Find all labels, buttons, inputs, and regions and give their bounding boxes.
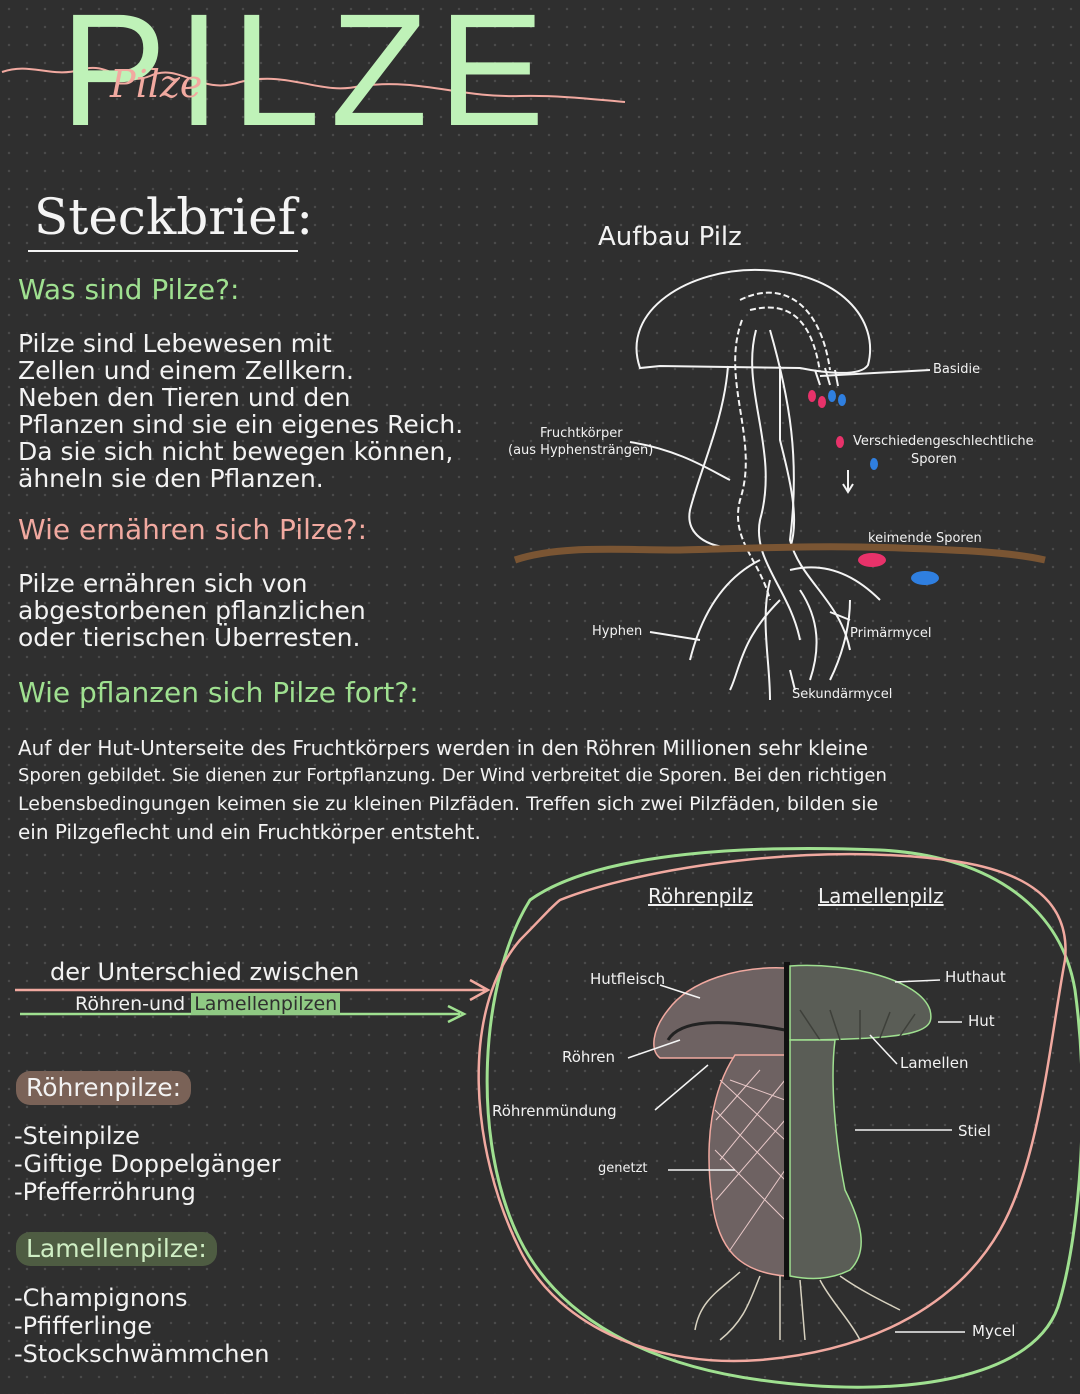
steckbrief-underline bbox=[28, 250, 298, 252]
roehrenpilz-roots bbox=[694, 1271, 781, 1341]
answer-line: Neben den Tieren und den bbox=[18, 383, 351, 412]
label-huthaut: Huthaut bbox=[945, 968, 1006, 986]
lamellenpilze-list: -Champignons -Pfifferlinge -Stockschwämm… bbox=[14, 1284, 269, 1368]
label-roehren: Röhren bbox=[562, 1048, 616, 1066]
list-item: -Pfifferlinge bbox=[14, 1312, 152, 1340]
answer-line: Auf der Hut-Unterseite des Fruchtkörpers… bbox=[18, 736, 869, 760]
list-item: -Giftige Doppelgänger bbox=[14, 1150, 281, 1178]
label-hut: Hut bbox=[968, 1012, 995, 1030]
roehrenpilze-list: -Steinpilze -Giftige Doppelgänger -Pfeff… bbox=[14, 1122, 281, 1206]
list-item: -Steinpilze bbox=[14, 1122, 140, 1150]
roehrenpilze-heading: Röhrenpilze: bbox=[16, 1071, 192, 1105]
stem-outline bbox=[688, 365, 796, 549]
spore-legend-blue bbox=[870, 458, 878, 470]
answer-line: Sporen gebildet. Sie dienen zur Fortpfla… bbox=[18, 765, 887, 786]
spore-pink-2 bbox=[818, 396, 826, 408]
leader-primaer bbox=[829, 611, 851, 621]
hyphae-strand-3 bbox=[769, 329, 851, 651]
label-lamellen: Lamellen bbox=[900, 1054, 969, 1072]
answer-line: oder tierischen Überresten. bbox=[18, 623, 361, 652]
spore-pink bbox=[808, 390, 816, 402]
label-hutfleisch: Hutfleisch bbox=[590, 970, 666, 988]
label-basidie: Basidie bbox=[933, 362, 981, 377]
label-sporen-sub: Sporen bbox=[911, 452, 957, 467]
spore-blue bbox=[828, 390, 836, 402]
label-roehrenmuendung: Röhrenmündung bbox=[492, 1102, 617, 1120]
answer-line: ein Pilzgeflecht und ein Fruchtkörper en… bbox=[18, 820, 481, 844]
half-divider bbox=[784, 962, 790, 1280]
lamellenpilz-stem bbox=[789, 1039, 862, 1280]
outline-pink bbox=[477, 852, 1067, 1363]
col-roehrenpilz: Röhrenpilz bbox=[648, 884, 753, 908]
answer-how-fungi-feed: Pilze ernähren sich von abgestorbenen pf… bbox=[18, 570, 488, 651]
answer-line: ähneln sie den Pflanzen. bbox=[18, 464, 324, 493]
answer-line: abgestorbenen pflanzlichen bbox=[18, 596, 366, 625]
steckbrief-heading: Steckbrief: bbox=[34, 188, 314, 246]
leader-sekundaer bbox=[789, 669, 796, 691]
hyphae-strand-2 bbox=[751, 329, 801, 641]
outline-green bbox=[485, 846, 1080, 1389]
diagram-title: Aufbau Pilz bbox=[598, 222, 742, 252]
list-item: -Stockschwämmchen bbox=[14, 1340, 270, 1368]
question-how-fungi-feed: Wie ernähren sich Pilze?: bbox=[18, 513, 368, 546]
label-sporen: Verschiedengeschlechtliche bbox=[853, 434, 1034, 449]
spore-blue-2 bbox=[838, 394, 846, 406]
basidie-lines bbox=[814, 367, 931, 387]
roehrenpilz-cap bbox=[653, 967, 786, 1059]
answer-line: Da sie sich nicht bewegen können, bbox=[18, 437, 454, 466]
germinating-spore-pink bbox=[858, 553, 886, 567]
label-stiel: Stiel bbox=[958, 1122, 991, 1140]
label-primaermycel: Primärmycel bbox=[850, 626, 932, 641]
label-sekundaermycel: Sekundärmycel bbox=[792, 687, 893, 702]
page-title: PILZE bbox=[60, 0, 555, 159]
lamellenpilz-cap bbox=[789, 964, 932, 1041]
leader-fruchtkoerper bbox=[629, 441, 731, 481]
roehrenpilz-stem bbox=[708, 1054, 786, 1277]
title-scribble bbox=[1, 66, 626, 103]
title-handwriting: Pilze bbox=[110, 62, 203, 106]
difference-line-2-a: Röhren-und bbox=[75, 993, 192, 1015]
arrow-pink bbox=[15, 978, 491, 1002]
difference-line-2-b: Lamellenpilzen bbox=[191, 993, 341, 1015]
lamellenpilz-drawing bbox=[789, 964, 932, 1341]
lamellenpilze-heading: Lamellenpilze: bbox=[16, 1232, 217, 1266]
answer-line: Pflanzen sind sie ein eigenes Reich. bbox=[18, 410, 464, 439]
germinating-spore-blue bbox=[911, 571, 939, 585]
difference-line-2: Röhren-und Lamellenpilzen bbox=[75, 993, 341, 1015]
lamellenpilz-gills bbox=[799, 1009, 916, 1041]
answer-what-are-fungi: Pilze sind Lebewesen mit Zellen und eine… bbox=[18, 330, 488, 492]
col-lamellenpilz: Lamellenpilz bbox=[818, 884, 944, 908]
label-hyphen: Hyphen bbox=[592, 624, 643, 639]
question-how-fungi-reproduce: Wie pflanzen sich Pilze fort?: bbox=[18, 676, 419, 709]
label-fruchtkoerper: Fruchtkörper bbox=[540, 426, 623, 441]
list-item: -Champignons bbox=[14, 1284, 188, 1312]
answer-line: Pilze sind Lebewesen mit bbox=[18, 329, 332, 358]
label-mycel: Mycel bbox=[972, 1322, 1016, 1340]
roehrenpilz-drawing bbox=[653, 967, 786, 1341]
mycel-roots bbox=[689, 559, 881, 701]
answer-line: Lebensbedingungen keimen sie zu kleinen … bbox=[18, 793, 879, 815]
cap-outline bbox=[635, 268, 871, 374]
mushroom-structure-diagram bbox=[629, 268, 931, 701]
question-what-are-fungi: Was sind Pilze?: bbox=[18, 273, 240, 306]
roehrenpilz-net bbox=[714, 1069, 786, 1251]
answer-line: Zellen und einem Zellkern. bbox=[18, 356, 354, 385]
answer-how-fungi-reproduce: Auf der Hut-Unterseite des Fruchtkörpers… bbox=[18, 734, 1073, 846]
diagram2-leaders bbox=[627, 979, 965, 1333]
answer-line: Pilze ernähren sich von bbox=[18, 569, 308, 598]
roehrenpilz-pores bbox=[666, 1021, 786, 1041]
leader-hyphen bbox=[649, 631, 701, 641]
label-keimende-sporen: keimende Sporen bbox=[868, 531, 982, 546]
label-genetzt: genetzt bbox=[598, 1161, 648, 1176]
label-fruchtkoerper-sub: (aus Hyphensträngen) bbox=[508, 443, 654, 458]
list-item: -Pfefferröhrung bbox=[14, 1178, 196, 1206]
spore-legend-pink bbox=[836, 436, 844, 448]
difference-line-1: der Unterschied zwischen bbox=[50, 958, 360, 986]
lamellenpilz-roots bbox=[799, 1275, 901, 1341]
soil-line bbox=[513, 543, 1046, 564]
spore-arrow bbox=[842, 470, 854, 494]
